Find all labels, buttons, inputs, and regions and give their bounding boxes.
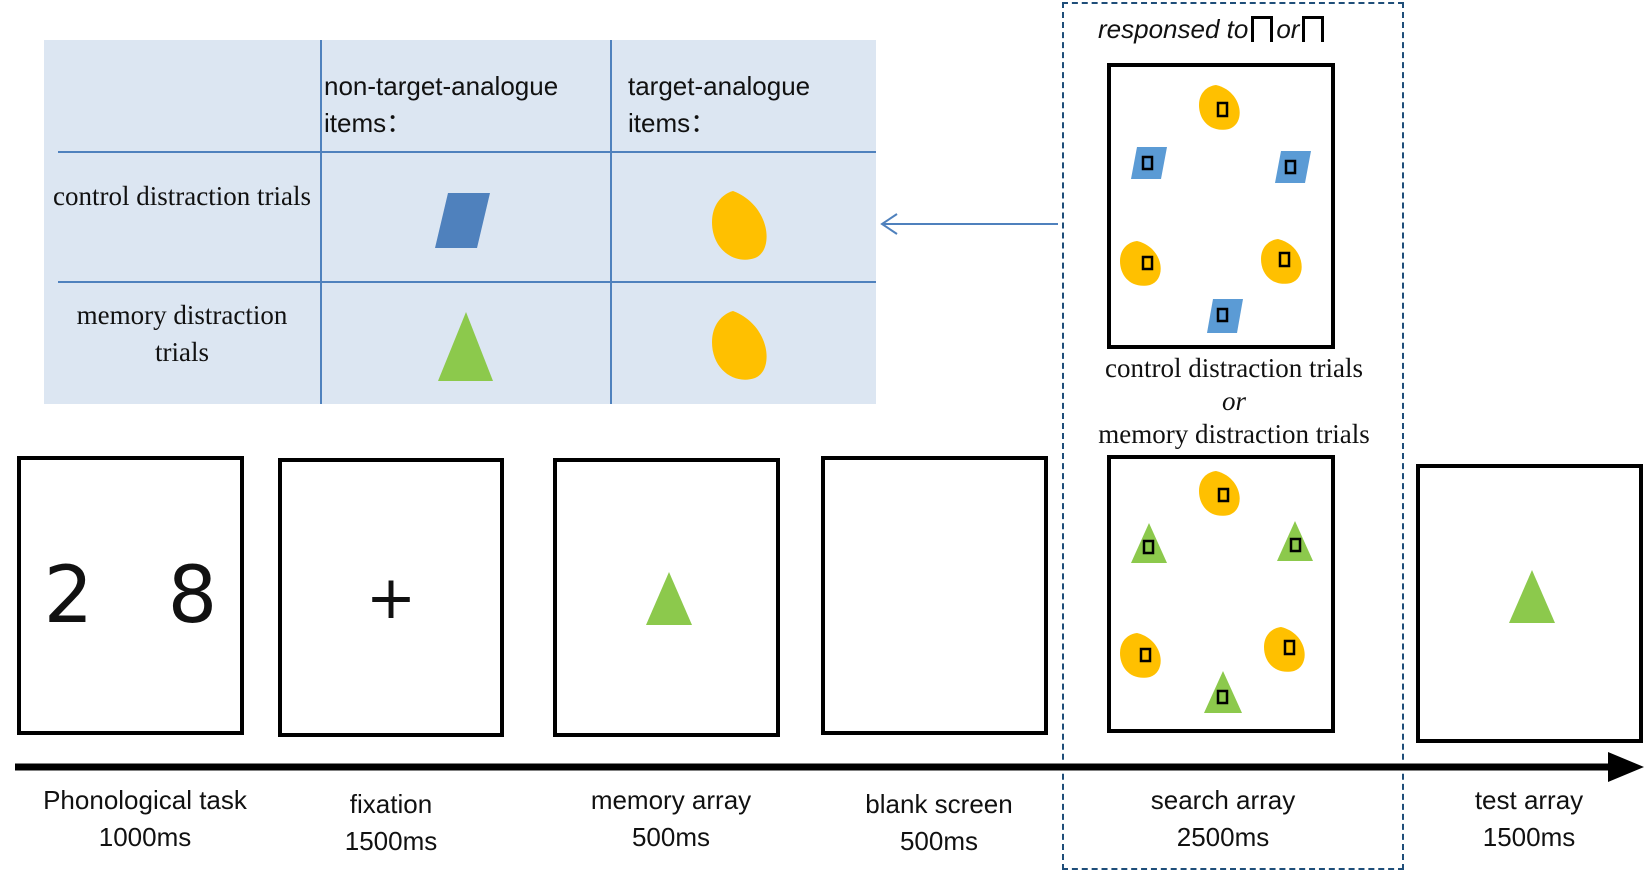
- half-disc-icon: [1120, 241, 1161, 286]
- screen-caption: Phonological task 1000ms: [0, 782, 290, 856]
- screen-name: blank screen: [865, 789, 1013, 819]
- screen-caption: fixation 1500ms: [291, 786, 491, 860]
- memory-item: [646, 572, 692, 625]
- response-instruction: responsed to or: [1098, 12, 1327, 46]
- screen-phonological: 2 8: [17, 456, 244, 735]
- legend-shapes: [435, 191, 900, 381]
- screen-duration: 1500ms: [1482, 822, 1576, 852]
- screen-name: search array: [1150, 785, 1296, 815]
- trial-type-or: or: [1221, 386, 1246, 416]
- screen-duration: 500ms: [899, 826, 979, 856]
- fixation-cross: +: [365, 563, 417, 633]
- triangle-icon: [1204, 671, 1242, 713]
- table-divider: [58, 151, 876, 153]
- screen-caption: blank screen 500ms: [834, 786, 1044, 860]
- search-items-control: [1120, 85, 1311, 333]
- triangle-icon: [1509, 570, 1555, 623]
- search-block-outline: [1062, 2, 1404, 870]
- parallelogram-icon: [1207, 299, 1243, 333]
- screen-caption: memory array 500ms: [566, 782, 776, 856]
- search-items-memory: [1120, 471, 1313, 713]
- parallelogram-icon: [1275, 151, 1311, 183]
- test-item: [1509, 570, 1555, 623]
- open-square-icon: [1251, 16, 1274, 42]
- half-disc-icon: [712, 191, 767, 260]
- half-disc-icon: [712, 311, 767, 380]
- digit-display: 2 8: [43, 551, 218, 641]
- open-square-icon: [1302, 16, 1325, 42]
- response-or: or: [1276, 14, 1300, 44]
- table-divider: [58, 281, 876, 283]
- half-disc-icon: [1199, 471, 1240, 516]
- half-disc-icon: [1120, 633, 1161, 678]
- screen-duration: 1000ms: [98, 822, 192, 852]
- half-disc-icon: [1261, 239, 1302, 284]
- half-disc-icon: [1199, 85, 1240, 130]
- parallelogram-icon: [435, 193, 490, 248]
- trial-type-control: control distraction trials: [1105, 353, 1363, 383]
- response-prefix: responsed to: [1098, 14, 1249, 44]
- triangle-icon: [1277, 521, 1313, 561]
- row-label-control: control distraction trials: [53, 181, 311, 211]
- screen-duration: 500ms: [631, 822, 711, 852]
- screen-caption: search array 2500ms: [1118, 782, 1328, 856]
- screen-name: memory array: [590, 785, 752, 815]
- screen-memory-array: [553, 458, 780, 737]
- row-label-memory: memory distraction trials: [76, 300, 288, 367]
- screen-blank: [821, 456, 1048, 735]
- screen-caption: test array 1500ms: [1424, 782, 1634, 856]
- col-header-target: target-analogue items：: [628, 71, 811, 138]
- table-divider: [320, 40, 322, 404]
- triangle-icon: [438, 312, 493, 381]
- table-divider: [610, 40, 612, 404]
- screen-name: test array: [1474, 785, 1584, 815]
- screen-name: fixation: [349, 789, 433, 819]
- triangle-icon: [1131, 523, 1167, 563]
- screen-name: Phonological task: [43, 785, 247, 815]
- screen-duration: 2500ms: [1176, 822, 1270, 852]
- triangle-icon: [646, 572, 692, 625]
- col-header-non-target: non-target-analogue items：: [324, 71, 559, 138]
- half-disc-icon: [1264, 627, 1305, 672]
- screen-duration: 1500ms: [344, 826, 438, 856]
- screen-test-array: [1416, 464, 1643, 743]
- trial-type-memory: memory distraction trials: [1098, 419, 1370, 449]
- parallelogram-icon: [1131, 147, 1167, 179]
- screen-fixation: +: [278, 458, 504, 737]
